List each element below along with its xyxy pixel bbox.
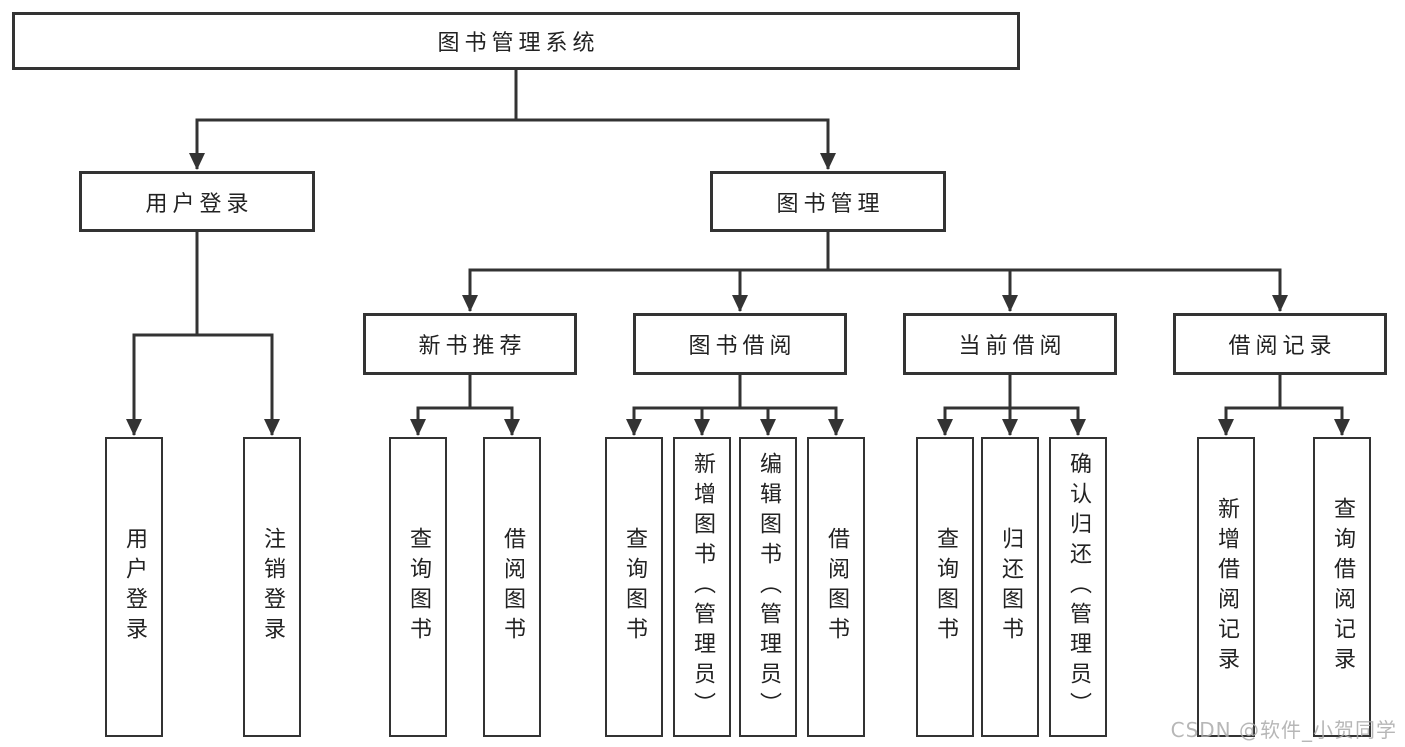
leaf-borrow-books-borrowing: 借阅图书 <box>807 437 865 737</box>
node-system-root: 图书管理系统 <box>12 12 1020 70</box>
leaf-return-book-label: 归还图书 <box>998 527 1023 647</box>
leaf-add-borrow-record: 新增借阅记录 <box>1197 437 1255 737</box>
leaf-query-books-recommend: 查询图书 <box>389 437 447 737</box>
leaf-query-borrow-record-label: 查询借阅记录 <box>1330 497 1355 677</box>
node-user-login: 用户登录 <box>79 171 315 232</box>
node-system-root-label: 图书管理系统 <box>437 31 600 56</box>
leaf-borrow-books-recommend-label: 借阅图书 <box>500 527 525 647</box>
leaf-edit-book-admin: 编辑图书（管理员） <box>739 437 797 737</box>
node-book-management: 图书管理 <box>710 171 946 232</box>
leaf-borrow-books-recommend: 借阅图书 <box>483 437 541 737</box>
leaf-logout-label: 注销登录 <box>260 527 285 647</box>
leaf-user-login: 用户登录 <box>105 437 163 737</box>
leaf-edit-book-admin-label: 编辑图书（管理员） <box>756 452 781 722</box>
node-book-management-label: 图书管理 <box>776 191 885 217</box>
leaf-query-books-borrowing: 查询图书 <box>605 437 663 737</box>
node-book-borrowing-label: 图书借阅 <box>688 334 797 359</box>
leaf-user-login-label: 用户登录 <box>122 527 147 647</box>
leaf-add-borrow-record-label: 新增借阅记录 <box>1214 497 1239 677</box>
leaf-confirm-return-admin-label: 确认归还（管理员） <box>1066 452 1091 722</box>
node-current-borrowing: 当前借阅 <box>903 313 1117 375</box>
leaf-logout: 注销登录 <box>243 437 301 737</box>
leaf-query-books-current-label: 查询图书 <box>933 527 958 647</box>
leaf-query-borrow-record: 查询借阅记录 <box>1313 437 1371 737</box>
leaf-return-book: 归还图书 <box>981 437 1039 737</box>
leaf-query-books-recommend-label: 查询图书 <box>406 527 431 647</box>
watermark: CSDN @软件_小贺同学 <box>1170 718 1397 742</box>
node-current-borrowing-label: 当前借阅 <box>958 334 1067 359</box>
node-borrowing-records-label: 借阅记录 <box>1228 334 1337 359</box>
node-new-book-recommendation-label: 新书推荐 <box>418 334 527 359</box>
leaf-borrow-books-borrowing-label: 借阅图书 <box>824 527 849 647</box>
node-user-login-label: 用户登录 <box>145 191 254 217</box>
node-borrowing-records: 借阅记录 <box>1173 313 1387 375</box>
leaf-query-books-borrowing-label: 查询图书 <box>622 527 647 647</box>
node-new-book-recommendation: 新书推荐 <box>363 313 577 375</box>
leaf-add-book-admin-label: 新增图书（管理员） <box>690 452 715 722</box>
leaf-query-books-current: 查询图书 <box>916 437 974 737</box>
leaf-add-book-admin: 新增图书（管理员） <box>673 437 731 737</box>
node-book-borrowing: 图书借阅 <box>633 313 847 375</box>
leaf-confirm-return-admin: 确认归还（管理员） <box>1049 437 1107 737</box>
